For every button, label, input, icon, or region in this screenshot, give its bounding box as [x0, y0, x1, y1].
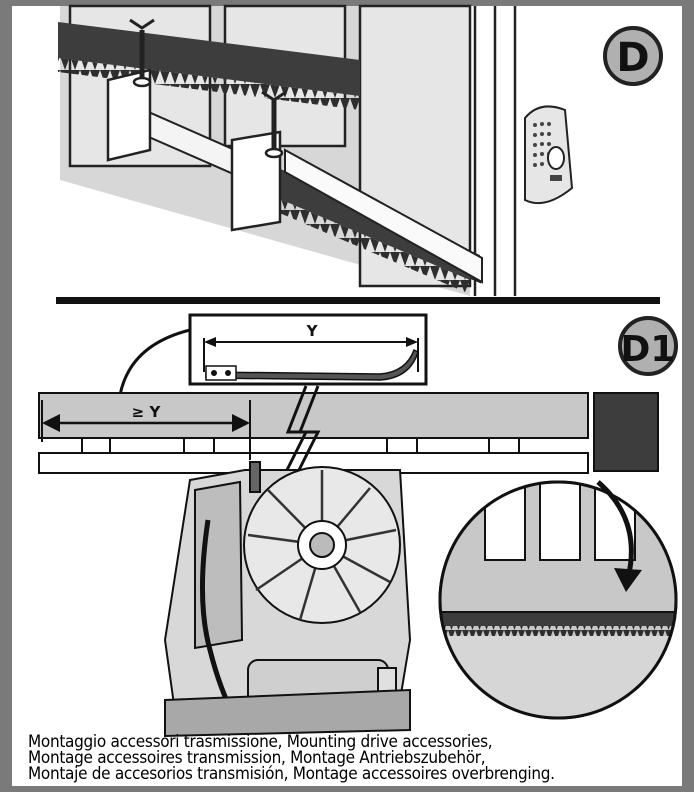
motor-unit [163, 461, 412, 738]
rack-dimension: ≥ Y [41, 400, 251, 460]
badge-d-label: D [616, 35, 649, 81]
rack-upper [58, 22, 360, 96]
rack-lower-teeth [235, 180, 470, 292]
clamp-2 [230, 90, 287, 232]
badge-d1-label: D1 [621, 329, 676, 370]
rack-dimension-label: ≥ Y [132, 403, 162, 421]
panel-d-illustration: D [58, 4, 663, 296]
clamp-1 [106, 18, 155, 162]
panel-d1-illustration: D1 Y [38, 313, 678, 738]
callout-line [118, 328, 191, 396]
badge-d: D [603, 26, 663, 86]
rail-end-block [593, 392, 659, 472]
keypad-device [524, 105, 574, 204]
caption: Montaggio accessori trasmissione, Mounti… [28, 732, 678, 784]
zoom-arrow [596, 480, 634, 579]
rack-upper-teeth [58, 58, 360, 110]
gate-bar-front [284, 148, 483, 284]
caption-line-2: Montage accessoires transmission, Montag… [28, 748, 486, 768]
caption-line-1: Montaggio accessori trasmissione, Mounti… [28, 732, 493, 752]
panel-divider [56, 297, 660, 304]
inset-dimension-label: Y [306, 322, 319, 340]
caption-line-3: Montaje de accesorios transmisión, Monta… [28, 764, 555, 784]
break-line [284, 385, 309, 473]
zoom-detail [438, 480, 678, 720]
badge-d1: D1 [618, 316, 678, 376]
inset-box: Y [188, 313, 428, 386]
rail-slots [81, 437, 520, 454]
